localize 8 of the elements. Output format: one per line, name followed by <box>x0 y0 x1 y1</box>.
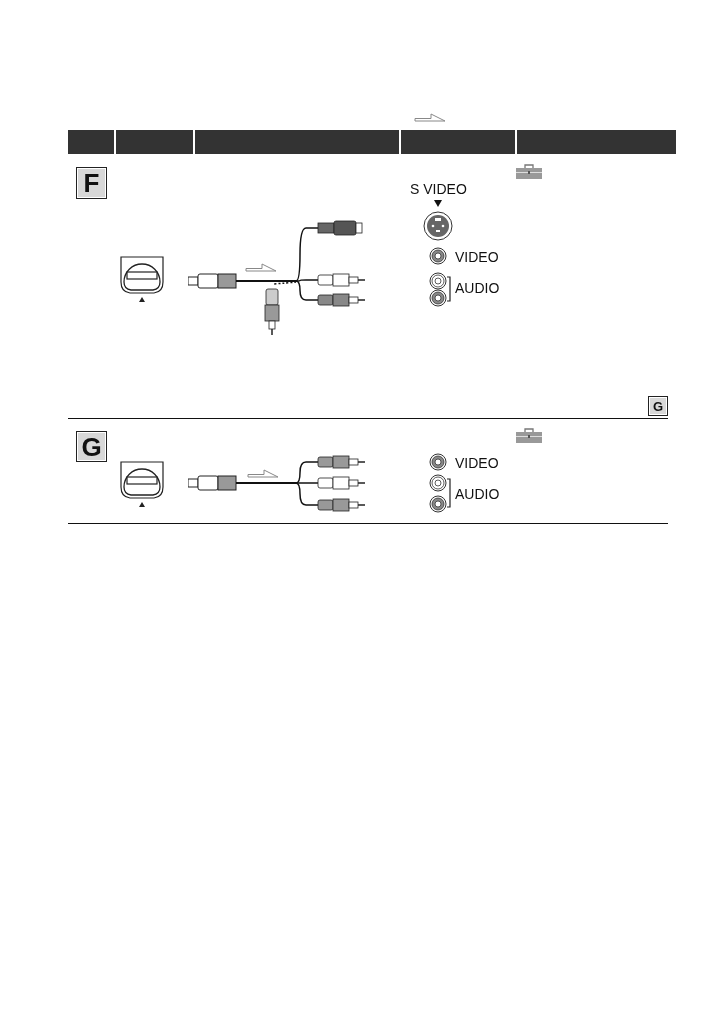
jack-label: VIDEO <box>455 250 499 264</box>
jack-label: AUDIO <box>455 281 500 295</box>
section-badge: F <box>76 167 107 199</box>
section-badge: G <box>76 431 107 462</box>
section-badge: G <box>648 396 668 416</box>
jack-label: VIDEO <box>455 456 499 470</box>
jack-label: S VIDEO <box>410 182 467 196</box>
jack-label: AUDIO <box>455 487 500 501</box>
